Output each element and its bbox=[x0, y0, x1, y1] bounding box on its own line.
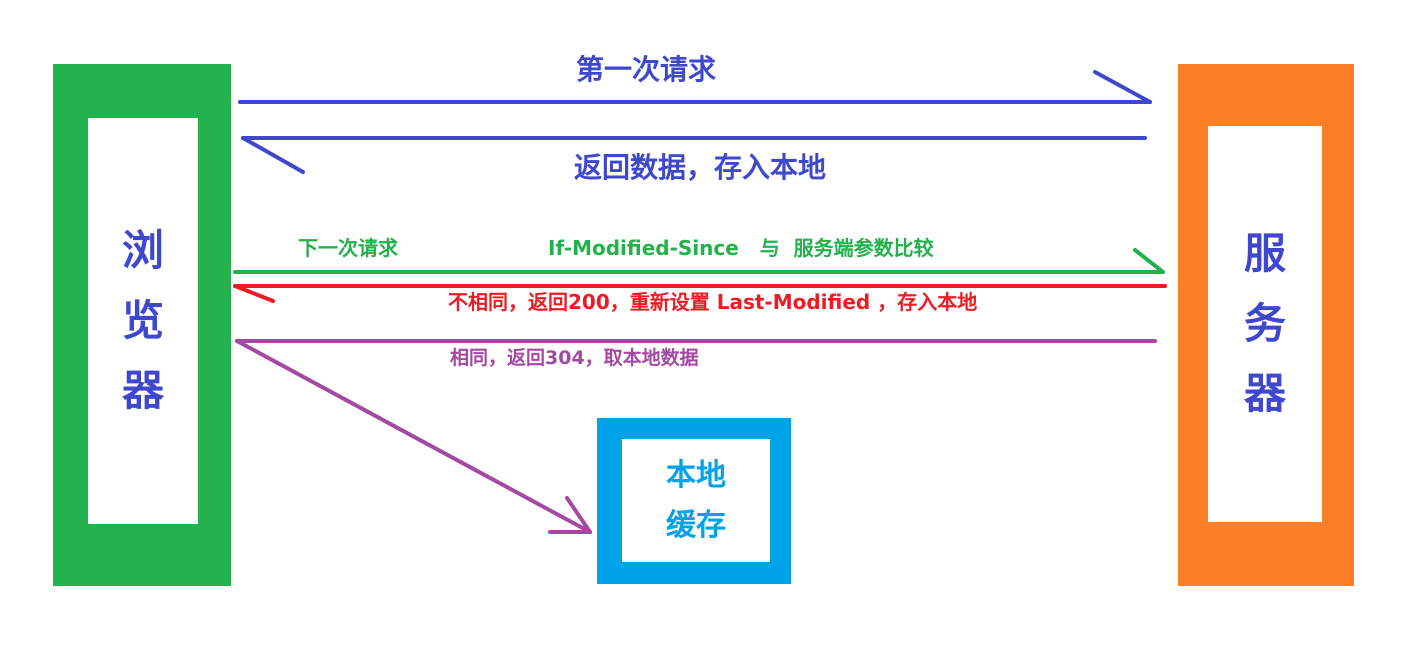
cache-label-line-1: 本地 bbox=[666, 457, 726, 493]
read-cache-arrow bbox=[235, 339, 592, 534]
first-request-arrow bbox=[238, 70, 1152, 104]
unchanged-response-label: 相同，返回304，取本地数据 bbox=[450, 347, 699, 369]
cache-label: 本地 缓存 bbox=[622, 439, 770, 562]
return-data-label: 返回数据，存入本地 bbox=[574, 151, 827, 184]
server-label: 服 务 器 bbox=[1208, 126, 1322, 522]
browser-label-char-2: 览 bbox=[121, 296, 164, 345]
if-modified-since-label: If-Modified-Since 与 服务端参数比较 bbox=[548, 236, 934, 260]
server-label-char-3: 器 bbox=[1243, 369, 1286, 418]
browser-label-char-3: 器 bbox=[121, 366, 164, 415]
return-data-arrow bbox=[241, 136, 1147, 174]
server-label-char-2: 务 bbox=[1243, 299, 1286, 348]
browser-label-char-1: 浏 bbox=[121, 226, 164, 275]
browser-node-inner bbox=[88, 118, 198, 524]
cache-label-line-2: 缓存 bbox=[666, 507, 726, 543]
cache-node-inner bbox=[622, 439, 770, 562]
next-request-label: 下一次请求 bbox=[298, 236, 398, 260]
browser-label: 浏 览 器 bbox=[88, 118, 198, 524]
server-node-inner bbox=[1208, 126, 1322, 522]
next-request-arrow bbox=[233, 248, 1165, 274]
changed-response-label: 不相同，返回200，重新设置 Last-Modified ，存入本地 bbox=[448, 290, 978, 314]
first-request-label: 第一次请求 bbox=[576, 53, 717, 86]
server-label-char-1: 服 bbox=[1243, 229, 1286, 278]
changed-response-arrow bbox=[233, 284, 1167, 303]
